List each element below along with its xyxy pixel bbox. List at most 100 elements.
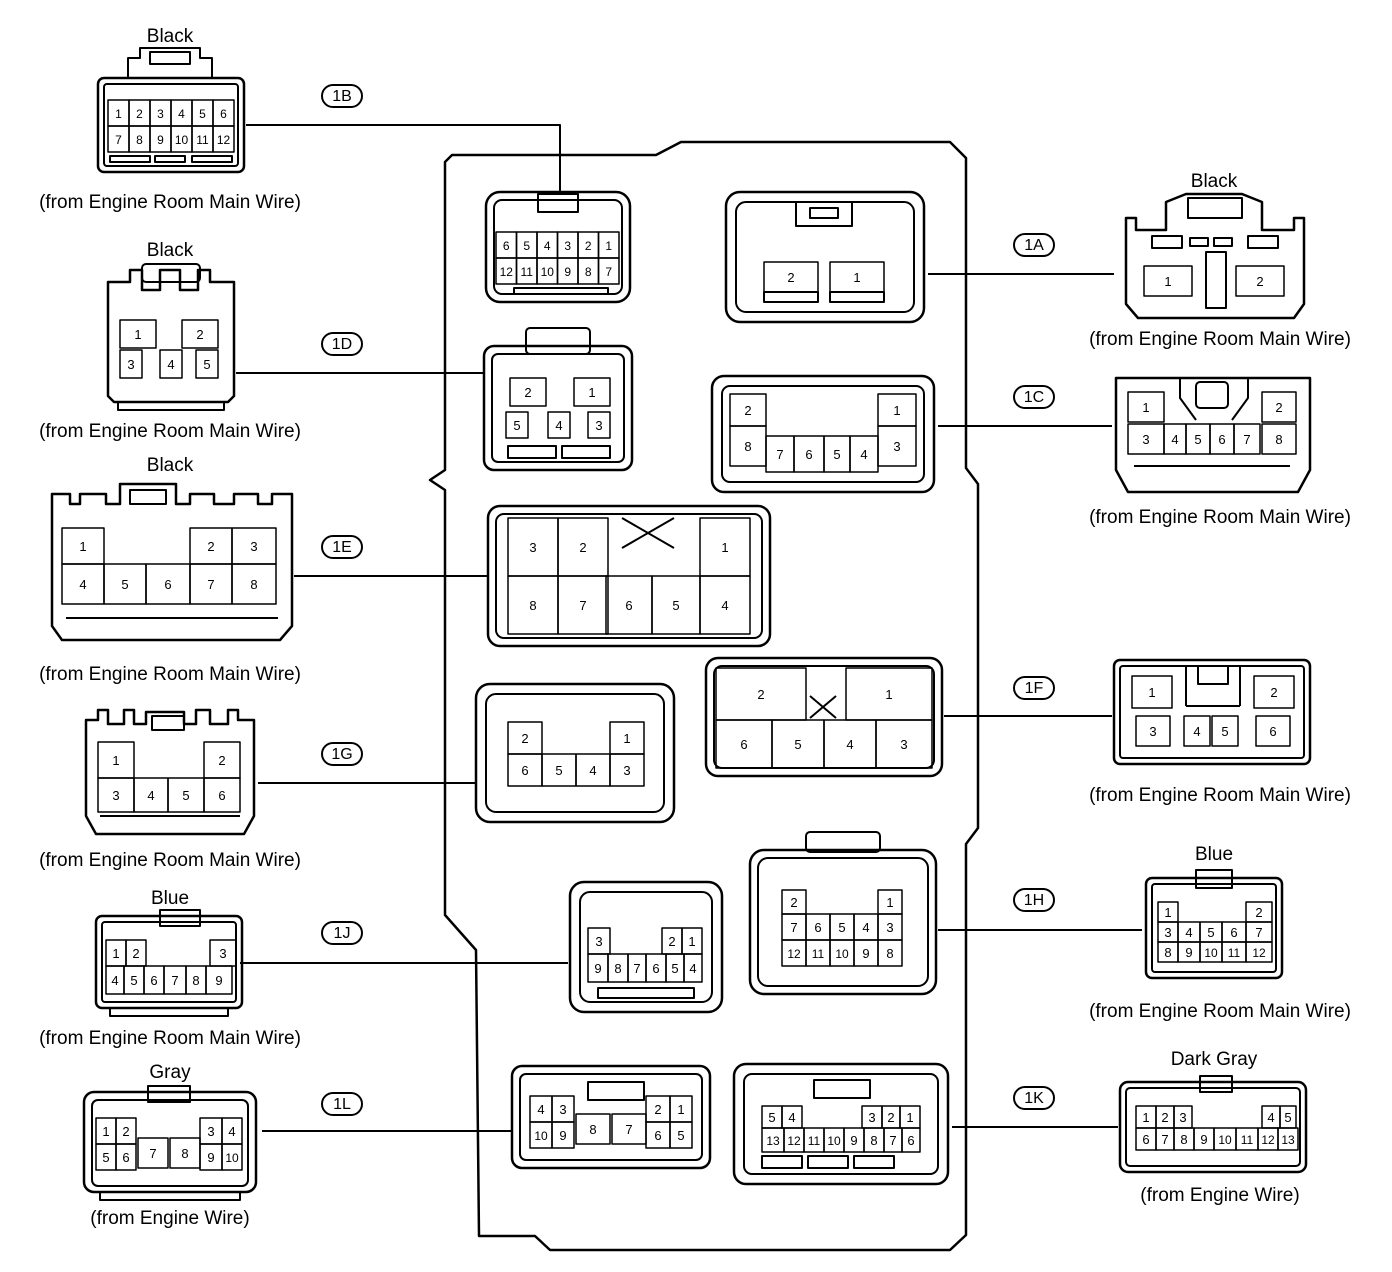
tag-1E: 1E — [321, 535, 363, 559]
pin-number: 1 — [1164, 905, 1171, 920]
pin-number: 13 — [766, 1134, 780, 1148]
pin-number: 5 — [672, 598, 679, 613]
pin-number: 4 — [111, 973, 118, 988]
pin-number: 5 — [555, 763, 562, 778]
svg-text:1A: 1A — [1024, 237, 1044, 254]
pin-number: 1 — [134, 327, 141, 342]
pin-cell — [509, 377, 547, 407]
source-label: (from Engine Room Main Wire) — [39, 1028, 301, 1049]
pin-cell — [1211, 715, 1239, 747]
pin-number: 3 — [564, 239, 571, 253]
pin-cell — [1253, 675, 1295, 709]
pin-number: 5 — [838, 920, 845, 935]
pin-cell — [231, 563, 277, 605]
tag-1A: 1A — [1013, 233, 1055, 257]
pin-number: 8 — [585, 265, 592, 279]
pin-number: 7 — [1243, 432, 1250, 447]
svg-text:1H: 1H — [1024, 892, 1044, 909]
color-label: Blue — [1195, 844, 1233, 865]
pin-number: 4 — [862, 920, 869, 935]
pin-number: 4 — [689, 961, 696, 976]
pin-number: 6 — [740, 737, 747, 752]
pin-number: 11 — [808, 1134, 821, 1148]
pin-number: 2 — [1255, 905, 1262, 920]
pin-number: 4 — [178, 107, 185, 121]
pin-number: 3 — [1149, 724, 1156, 739]
pin-number: 7 — [625, 1122, 632, 1137]
pin-number: 12 — [217, 133, 231, 147]
pin-cell — [1127, 391, 1165, 423]
svg-text:1B: 1B — [332, 88, 352, 105]
pin-cell — [1245, 941, 1273, 963]
pin-cell — [119, 319, 157, 349]
pin-number: 6 — [150, 973, 157, 988]
pin-cell — [609, 753, 645, 787]
pin-cell — [875, 719, 933, 769]
pin-number: 12 — [787, 1134, 801, 1148]
pin-number: 2 — [654, 1102, 661, 1117]
pin-number: 4 — [1193, 724, 1200, 739]
tag-1B: 1B — [321, 84, 363, 108]
pin-number: 3 — [1142, 432, 1149, 447]
pin-number: 5 — [513, 418, 520, 433]
pin-number: 8 — [1180, 1132, 1187, 1147]
pin-number: 9 — [594, 961, 601, 976]
pin-number: 7 — [790, 920, 797, 935]
pin-cell — [547, 411, 571, 439]
pin-number: 1 — [886, 895, 893, 910]
pin-number: 1 — [1142, 400, 1149, 415]
pin-number: 6 — [907, 1133, 914, 1148]
pin-number: 6 — [218, 788, 225, 803]
pin-number: 12 — [1252, 946, 1266, 960]
pin-number: 3 — [529, 540, 536, 555]
pin-number: 2 — [1161, 1110, 1168, 1125]
pin-number: 2 — [218, 753, 225, 768]
pin-number: 1 — [112, 753, 119, 768]
pin-number: 5 — [1221, 724, 1228, 739]
pin-number: 4 — [846, 737, 853, 752]
pin-number: 3 — [219, 946, 226, 961]
pin-number: 9 — [559, 1128, 566, 1143]
pin-number: 2 — [132, 946, 139, 961]
pin-cell — [159, 349, 183, 379]
pin-number: 9 — [207, 1150, 214, 1165]
color-label: Black — [147, 240, 194, 261]
color-label: Black — [1191, 171, 1238, 192]
pin-number: 12 — [500, 265, 514, 279]
connector-tags: 1B 1D 1E 1G 1J 1L 1A 1C 1F 1H 1K — [321, 84, 1055, 1116]
pin-number: 4 — [167, 357, 174, 372]
pin-number: 2 — [790, 895, 797, 910]
pin-cell — [1135, 715, 1171, 747]
pin-cell — [1261, 423, 1297, 455]
pin-cell — [505, 411, 529, 439]
pin-number: 1 — [893, 403, 900, 418]
pin-number: 8 — [870, 1133, 877, 1148]
svg-text:1D: 1D — [332, 336, 352, 353]
source-label: (from Engine Room Main Wire) — [39, 664, 301, 685]
pin-number: 2 — [757, 687, 764, 702]
pin-number: 5 — [671, 961, 678, 976]
pin-number: 4 — [721, 598, 728, 613]
pin-number: 3 — [250, 539, 257, 554]
pin-number: 1 — [112, 946, 119, 961]
pin-number: 4 — [79, 577, 86, 592]
pin-number: 6 — [122, 1150, 129, 1165]
pin-cell — [669, 1121, 693, 1149]
source-label: (from Engine Room Main Wire) — [39, 850, 301, 871]
